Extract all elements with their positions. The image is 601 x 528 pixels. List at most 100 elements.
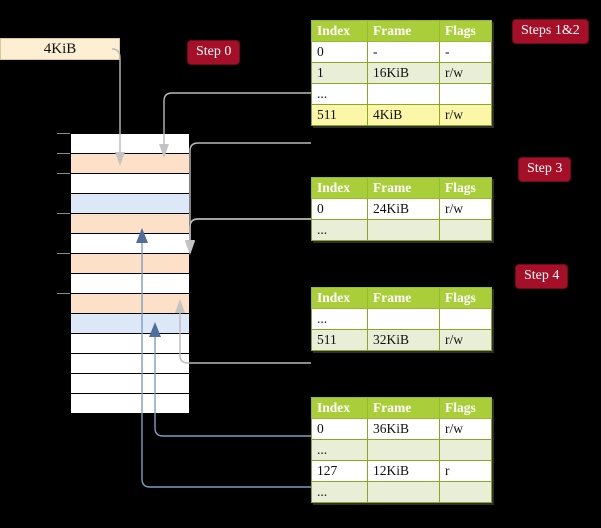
column-header-index: Index — [311, 287, 368, 309]
memory-frame-row — [71, 294, 189, 314]
physical-memory-column — [70, 133, 190, 414]
table-row: ... — [311, 439, 492, 461]
table-cell: r/w — [439, 104, 492, 126]
memory-tick — [57, 293, 70, 294]
memory-frame-row — [71, 254, 189, 274]
table-cell: - — [439, 41, 492, 63]
memory-frame-row — [71, 374, 189, 394]
badge-steps-1-2-label: Steps 1&2 — [521, 23, 580, 38]
virtual-address-box: 4KiB — [0, 38, 120, 60]
badge-step-3-label: Step 3 — [527, 161, 563, 176]
wire-step-3-b — [189, 218, 311, 244]
table-cell: r/w — [439, 62, 492, 84]
table-cell — [439, 308, 492, 330]
column-header-index: Index — [311, 177, 368, 199]
column-header-flags: Flags — [439, 177, 492, 199]
column-header-flags: Flags — [439, 20, 492, 42]
memory-frame-row — [71, 394, 189, 414]
table-cell: r — [439, 460, 492, 482]
memory-frame-row — [71, 174, 189, 194]
memory-tick — [57, 133, 70, 134]
table-cell: 1 — [311, 62, 368, 84]
table-cell — [367, 83, 440, 105]
table-cell: 32KiB — [367, 329, 440, 351]
table-row: ... — [311, 308, 492, 330]
table-cell: 12KiB — [367, 460, 440, 482]
table-cell: 36KiB — [367, 418, 440, 440]
virtual-address-label: 4KiB — [43, 40, 77, 57]
memory-tick — [57, 173, 70, 174]
table-row: ... — [311, 83, 492, 105]
table-cell: 0 — [311, 198, 368, 220]
table-cell: 16KiB — [367, 62, 440, 84]
memory-frame-row — [71, 154, 189, 174]
badge-step-3: Step 3 — [519, 158, 571, 181]
memory-frame-row — [71, 214, 189, 234]
table-cell — [439, 481, 492, 503]
column-header-frame: Frame — [367, 20, 440, 42]
table-cell: 127 — [311, 460, 368, 482]
table-cell: 4KiB — [367, 104, 440, 126]
wire-step-3-c — [179, 310, 311, 364]
column-header-index: Index — [311, 397, 368, 419]
table-cell — [367, 481, 440, 503]
memory-tick — [57, 213, 70, 214]
table-cell — [439, 83, 492, 105]
table-cell: - — [367, 41, 440, 63]
table-cell — [367, 219, 440, 241]
wire-step-3 — [189, 218, 311, 243]
column-header-flags: Flags — [439, 287, 492, 309]
table-cell: r/w — [439, 329, 492, 351]
table-cell: ... — [311, 83, 368, 105]
table-cell: ... — [311, 308, 368, 330]
column-header-flags: Flags — [439, 397, 492, 419]
table-cell: ... — [311, 439, 368, 461]
table-cell: ... — [311, 219, 368, 241]
column-header-frame: Frame — [367, 287, 440, 309]
wire-steps-1-2-b — [189, 142, 311, 243]
memory-frame-row — [71, 314, 189, 334]
table-cell: 24KiB — [367, 198, 440, 220]
table-cell: 0 — [311, 418, 368, 440]
table-cell — [367, 439, 440, 461]
memory-frame-row — [71, 354, 189, 374]
memory-tick — [57, 253, 70, 254]
table-cell — [367, 308, 440, 330]
badge-step-4-label: Step 4 — [524, 268, 560, 283]
table-row: 0-- — [311, 41, 492, 63]
column-header-frame: Frame — [367, 177, 440, 199]
memory-frame-row — [71, 334, 189, 354]
table-cell: 511 — [311, 329, 368, 351]
badge-step-4: Step 4 — [516, 265, 568, 288]
table-cell: 511 — [311, 104, 368, 126]
badge-step-0-label: Step 0 — [196, 44, 232, 59]
table-cell — [439, 439, 492, 461]
table-cell — [439, 219, 492, 241]
table-cell: r/w — [439, 198, 492, 220]
table-row: ... — [311, 481, 492, 503]
table-row: ... — [311, 219, 492, 241]
badge-steps-1-2: Steps 1&2 — [513, 20, 588, 43]
memory-tick — [57, 153, 70, 154]
memory-frame-row — [71, 194, 189, 214]
column-header-index: Index — [311, 20, 368, 42]
memory-frame-row — [71, 274, 189, 294]
column-header-frame: Frame — [367, 397, 440, 419]
memory-frame-row — [71, 234, 189, 254]
table-cell: r/w — [439, 418, 492, 440]
table-cell: ... — [311, 481, 368, 503]
